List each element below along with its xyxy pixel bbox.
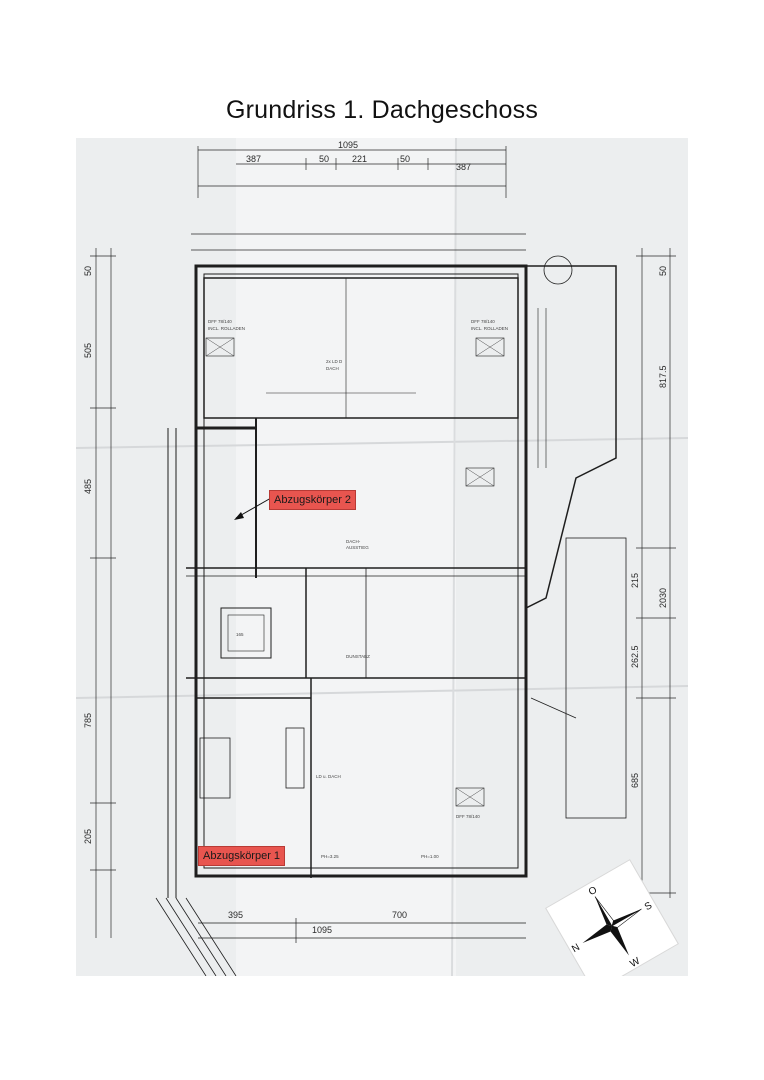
svg-text:2x LD D: 2x LD D (326, 359, 343, 364)
svg-text:LD u. DACH: LD u. DACH (316, 774, 341, 779)
svg-text:INCL. ROLLADEN: INCL. ROLLADEN (208, 326, 245, 331)
compass-w: N (570, 942, 582, 955)
svg-text:DFF 78/140: DFF 78/140 (208, 319, 232, 324)
svg-text:INCL. ROLLADEN: INCL. ROLLADEN (471, 326, 508, 331)
dim-left-5: 205 (83, 829, 93, 844)
svg-text:DACH-: DACH- (346, 539, 361, 544)
svg-text:PH=3.25: PH=3.25 (321, 854, 339, 859)
svg-text:PH=1.00: PH=1.00 (421, 854, 439, 859)
dim-right-5: 262.5 (630, 645, 640, 668)
dim-right-3: 215 (630, 573, 640, 588)
compass-icon: O S W N (570, 885, 655, 970)
dim-bottom-seg-2: 700 (392, 910, 408, 920)
dim-right-6: 685 (630, 773, 640, 788)
svg-text:DACH: DACH (326, 366, 339, 371)
dim-right-2: 817.5 (658, 365, 668, 388)
dim-top-seg-1: 387 (246, 154, 261, 164)
compass-rose: O S W N (546, 860, 678, 976)
dim-left-2: 50 (83, 266, 93, 276)
floor-plan-drawing: 1095 387 50 221 50 387 50 505 485 785 20… (76, 138, 688, 976)
extraction-2-label: Abzugskörper 2 (269, 490, 357, 510)
dim-left-4: 785 (83, 713, 93, 728)
dim-bottom-total: 1095 (312, 925, 333, 935)
dim-bottom-seg-1: 395 (228, 910, 244, 920)
extraction-1-label: Abzugskörper 1 (198, 846, 286, 866)
svg-text:DUNSTABZ: DUNSTABZ (346, 654, 370, 659)
dim-left-1: 505 (83, 343, 93, 358)
compass-e: S (643, 900, 655, 913)
dim-top-total: 1095 (338, 140, 358, 150)
compass-n: O (587, 885, 599, 899)
page-title: Grundriss 1. Dachgeschoss (225, 96, 539, 124)
floor-plan-svg: 1095 387 50 221 50 387 50 505 485 785 20… (76, 138, 688, 976)
dim-top-seg-5: 387 (456, 162, 471, 172)
dim-top-seg-2: 50 (319, 154, 329, 164)
svg-text:DFF 78/140: DFF 78/140 (471, 319, 495, 324)
dim-top-seg-3: 221 (352, 154, 367, 164)
dim-top-seg-4: 50 (400, 154, 410, 164)
svg-text:165: 165 (236, 632, 244, 637)
dim-left-3: 485 (83, 479, 93, 494)
svg-text:AUSSTIEG: AUSSTIEG (346, 545, 369, 550)
dim-right-1: 50 (658, 266, 668, 276)
svg-text:DFF 78/140: DFF 78/140 (456, 814, 480, 819)
dim-right-4: 2030 (658, 588, 668, 608)
